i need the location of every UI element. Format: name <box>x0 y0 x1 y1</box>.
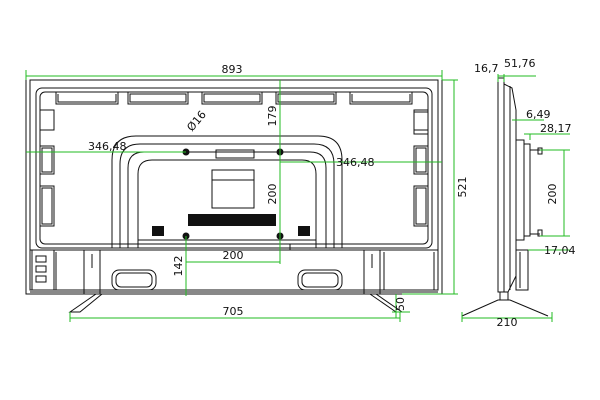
dim-mount-vertical: 200 <box>266 184 279 205</box>
dim-stand-span: 705 <box>223 305 244 318</box>
dim-side-mount-vertical: 200 <box>546 184 559 205</box>
dim-screw-hole: Ø16 <box>184 108 209 134</box>
dim-side-stand-depth: 210 <box>497 316 518 329</box>
port-block-right <box>298 226 310 236</box>
tv-side-outline <box>461 77 549 317</box>
dim-side-depth-e: 17,04 <box>544 244 576 257</box>
top-vents <box>40 91 428 131</box>
dim-side-depth-d: 28,17 <box>540 122 572 135</box>
dim-overall-width: 893 <box>222 63 243 76</box>
dim-left-offset: 346,48 <box>88 140 127 153</box>
dim-bottom-offset: 142 <box>172 256 185 277</box>
dim-overall-height: 521 <box>456 177 469 198</box>
bottom-features <box>31 249 435 295</box>
rating-label <box>188 214 276 226</box>
side-vents <box>39 111 429 227</box>
dim-side-top-a: 16,7 <box>474 62 499 75</box>
dim-right-offset: 346,48 <box>336 156 375 169</box>
dim-side-top-b: 51,76 <box>504 57 536 70</box>
dim-mount-horizontal: 200 <box>223 249 244 262</box>
side-dimension-lines <box>461 74 570 322</box>
port-block-left <box>152 226 164 236</box>
front-dimension-lines <box>25 70 458 322</box>
dim-top-offset: 179 <box>266 106 279 127</box>
dim-stand-height: 50 <box>394 297 407 311</box>
dim-side-depth-c: 6,49 <box>526 108 551 121</box>
